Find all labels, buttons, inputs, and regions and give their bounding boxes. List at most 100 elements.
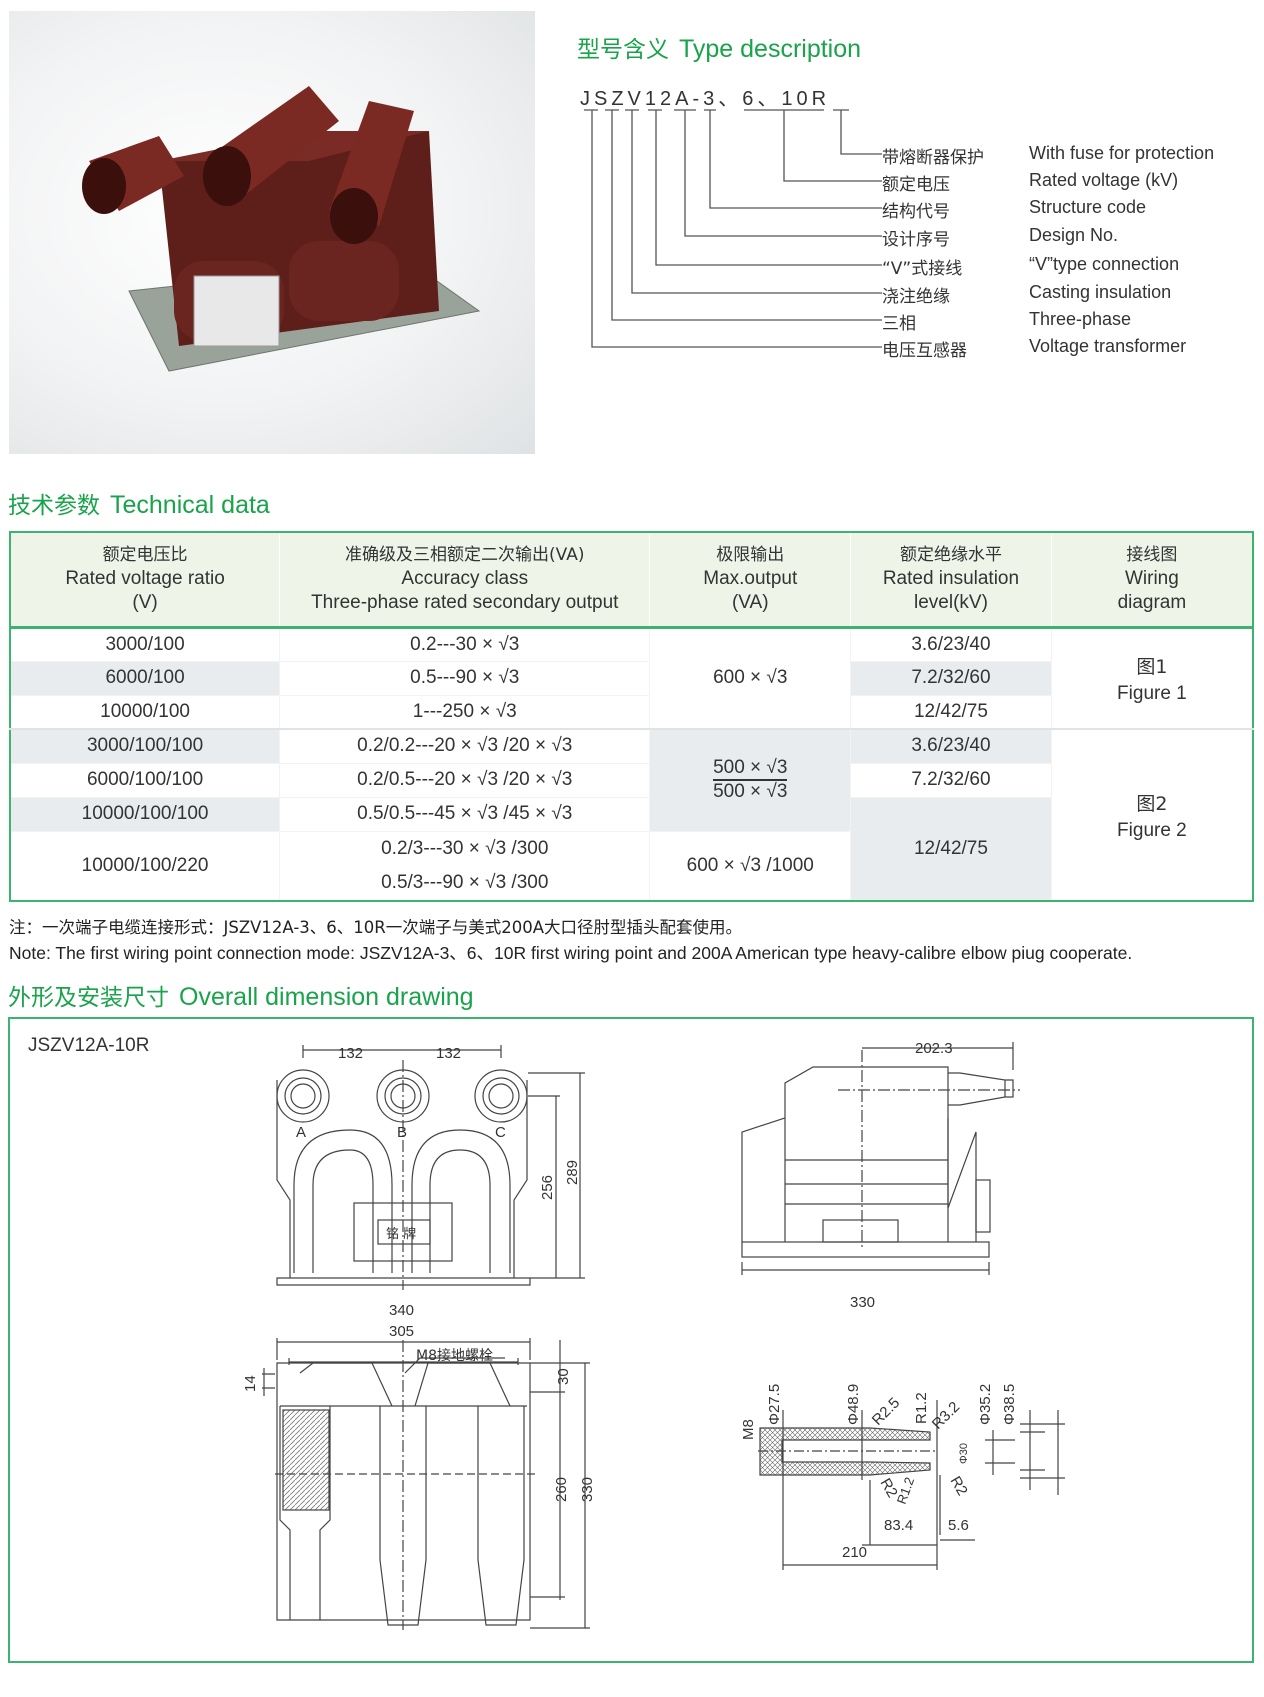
dim-label: 5.6 bbox=[948, 1517, 969, 1534]
accuracy-cell: 0.5/0.5---45 × √3 /45 × √3 bbox=[279, 796, 651, 832]
max-output-value: 500 × √3 bbox=[713, 757, 788, 782]
dim-label: Φ30 bbox=[958, 1443, 970, 1464]
header-en: diagram bbox=[1117, 592, 1187, 614]
drawing-model-label: JSZV12A-10R bbox=[28, 1035, 150, 1056]
wiring-en: Figure 1 bbox=[1117, 682, 1187, 704]
note-en: Note: The first wiring point connection … bbox=[9, 943, 1133, 963]
heading-cn: 技术参数 bbox=[8, 493, 100, 519]
heading-en: Technical data bbox=[110, 491, 270, 519]
phase-label: C bbox=[495, 1124, 506, 1141]
item-cn: 带熔断器保护 bbox=[882, 148, 984, 168]
header-en: (V) bbox=[132, 592, 158, 614]
ratio-cell: 6000/100/100 bbox=[9, 762, 281, 798]
table-row: 10000/100 1---250 × √3 12/42/75 bbox=[9, 694, 1253, 730]
insulation-cell: 3.6/23/40 bbox=[850, 626, 1052, 662]
header-en: Max.output bbox=[703, 568, 798, 590]
insulation-cell: 3.6/23/40 bbox=[850, 728, 1052, 764]
max-output-cell: 600 × √3 /1000 bbox=[649, 830, 852, 902]
header-en: Wiring bbox=[1124, 568, 1179, 590]
dim-label: 289 bbox=[564, 1160, 581, 1185]
dimension-labels: 132 132 A B C 铭 牌 256 289 340 305 M8接地螺栓… bbox=[242, 1040, 1018, 1561]
header-en: Accuracy class bbox=[401, 568, 529, 590]
table-row: 3000/100 0.2---30 × √3 600 × √3 3.6/23/4… bbox=[9, 626, 1254, 730]
table-row: 6000/100/100 0.2/0.5---20 × √3 /20 × √3 … bbox=[9, 762, 1253, 798]
bottom-view bbox=[262, 1338, 590, 1630]
item-en: Rated voltage (kV) bbox=[1029, 170, 1179, 190]
header-en: (VA) bbox=[731, 592, 769, 614]
ratio-cell: 3000/100 bbox=[9, 626, 281, 662]
max-output-value: 500 × √3 bbox=[713, 781, 788, 803]
insulation-cell: 7.2/32/60 bbox=[850, 762, 1052, 798]
table-row: 6000/100 0.5---90 × √3 7.2/32/60 bbox=[9, 660, 1253, 696]
item-en: Voltage transformer bbox=[1029, 336, 1187, 356]
heading-cn: 外形及安装尺寸 bbox=[8, 985, 169, 1011]
wiring-en: Figure 2 bbox=[1117, 819, 1187, 841]
dim-label: 330 bbox=[579, 1477, 596, 1502]
insulation-cell: 7.2/32/60 bbox=[850, 660, 1052, 696]
wiring-cn: 图1 bbox=[1136, 655, 1168, 678]
accuracy-cell: 0.2/0.5---20 × √3 /20 × √3 bbox=[279, 762, 651, 798]
side-view bbox=[741, 1042, 1020, 1275]
header-cn: 极限输出 bbox=[716, 545, 785, 566]
item-cn: 电压互感器 bbox=[882, 341, 967, 361]
dim-label: 14 bbox=[242, 1375, 259, 1392]
table-row: 3000/100/100 0.2/0.2---20 × √3 /20 × √3 … bbox=[9, 728, 1254, 902]
accuracy-cell: 0.5---90 × √3 bbox=[279, 660, 651, 696]
dim-label: R3.2 bbox=[929, 1398, 963, 1432]
dim-label: Φ48.9 bbox=[845, 1384, 862, 1425]
dim-label: M8 bbox=[740, 1419, 757, 1440]
heading-en: Type description bbox=[679, 35, 862, 63]
item-cn: 三相 bbox=[882, 314, 916, 334]
item-en: Structure code bbox=[1029, 197, 1147, 217]
accuracy-line: 0.2/3---30 × √3 /300 bbox=[381, 837, 549, 859]
dim-label: R2.5 bbox=[869, 1394, 903, 1428]
item-cn: “V”式接线 bbox=[882, 259, 963, 279]
item-en: Three-phase bbox=[1029, 309, 1132, 329]
accuracy-cell: 0.2/0.2---20 × √3 /20 × √3 bbox=[279, 728, 651, 764]
ratio-cell: 3000/100/100 bbox=[9, 728, 281, 764]
accuracy-cell: 0.2---30 × √3 bbox=[279, 626, 651, 662]
dim-label: 305 bbox=[389, 1323, 414, 1340]
dim-label: 132 bbox=[338, 1045, 363, 1062]
dim-label: 210 bbox=[842, 1544, 867, 1561]
max-output-cell: 600 × √3 bbox=[649, 626, 852, 730]
header-en: level(kV) bbox=[914, 592, 988, 614]
bushing-section bbox=[758, 1400, 1065, 1570]
ratio-cell: 6000/100 bbox=[9, 660, 281, 696]
dimension-drawing-frame bbox=[8, 1017, 1254, 1663]
type-description-heading: 型号含义 Type description bbox=[577, 30, 861, 64]
item-cn: 结构代号 bbox=[882, 202, 950, 222]
dim-label: 340 bbox=[389, 1302, 414, 1319]
header-cn: 额定电压比 bbox=[102, 545, 188, 566]
dim-label: R1.2 bbox=[894, 1475, 917, 1506]
header-cn: 接线图 bbox=[1126, 545, 1178, 566]
item-en: Casting insulation bbox=[1029, 282, 1172, 302]
item-en: “V”type connection bbox=[1029, 254, 1180, 274]
heading-en: Overall dimension drawing bbox=[179, 983, 474, 1011]
front-view bbox=[276, 1045, 585, 1290]
header-en: Rated insulation bbox=[882, 568, 1020, 590]
wiring-cn: 图2 bbox=[1136, 792, 1168, 815]
dim-label: 330 bbox=[850, 1294, 875, 1311]
dim-label: 30 bbox=[555, 1368, 572, 1385]
dim-label: 132 bbox=[436, 1045, 461, 1062]
dim-label: 256 bbox=[539, 1175, 556, 1200]
dim-label: Φ27.5 bbox=[766, 1384, 783, 1425]
item-en: Design No. bbox=[1029, 225, 1119, 245]
heading-cn: 型号含义 bbox=[577, 37, 669, 63]
dim-label: 260 bbox=[553, 1477, 570, 1502]
phase-label: B bbox=[397, 1124, 407, 1141]
dimension-heading: 外形及安装尺寸 Overall dimension drawing bbox=[8, 978, 474, 1012]
model-code: JSZV12A-3、6、10R bbox=[580, 88, 831, 110]
ratio-cell: 10000/100/220 bbox=[9, 830, 281, 902]
ratio-cell: 10000/100 bbox=[9, 694, 281, 730]
